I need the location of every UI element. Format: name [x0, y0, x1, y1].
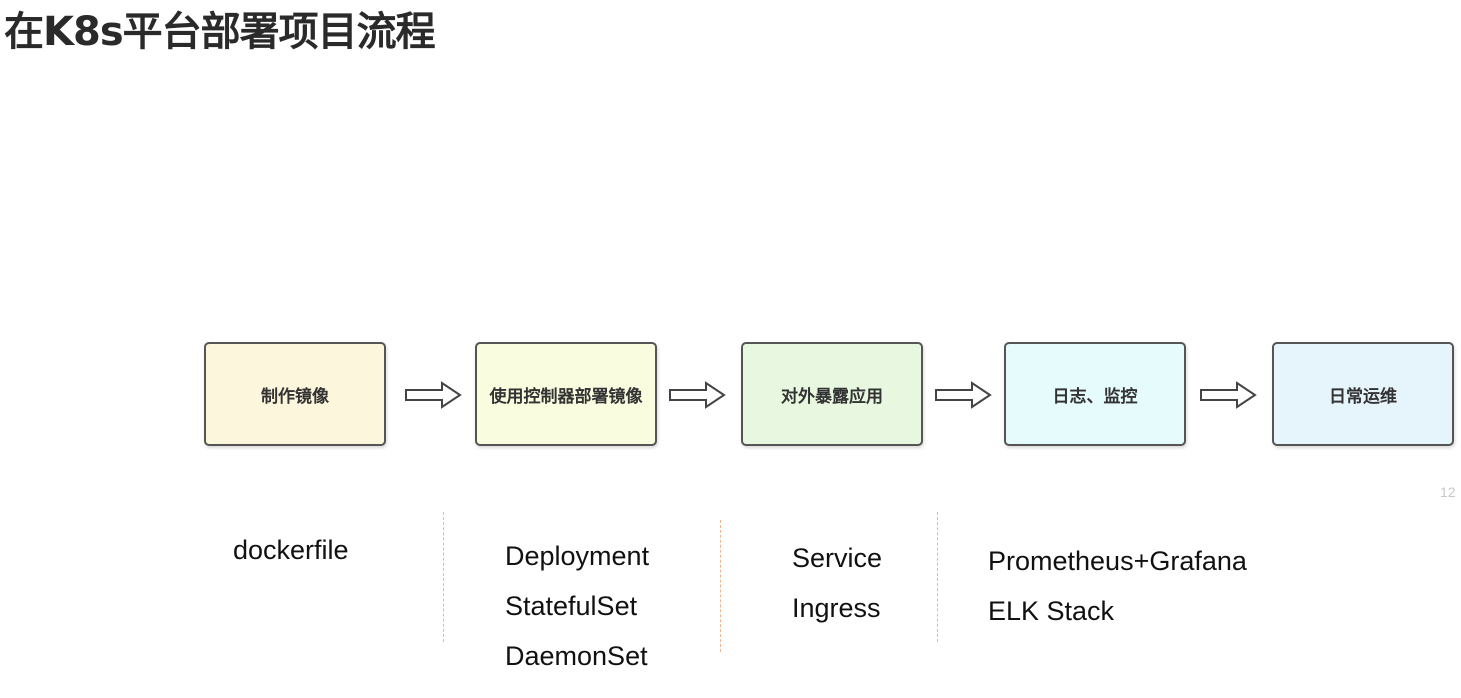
- step-daily-ops: 日常运维: [1272, 342, 1454, 446]
- page-number: 12: [1440, 484, 1456, 500]
- step-deploy-controller: 使用控制器部署镜像: [475, 342, 657, 446]
- right-arrow-icon: [935, 381, 992, 409]
- tools-logging-monitoring: Prometheus+Grafana ELK Stack: [988, 536, 1247, 636]
- tool-item: Deployment: [505, 541, 650, 571]
- page-title: 在K8s平台部署项目流程: [4, 9, 436, 55]
- step-build-image: 制作镜像: [204, 342, 386, 446]
- column-divider: [443, 512, 444, 642]
- step-label: 日常运维: [1329, 386, 1397, 407]
- tool-item: Prometheus+Grafana: [988, 546, 1247, 576]
- tool-item: Service: [792, 543, 883, 573]
- step-label: 日志、监控: [1052, 386, 1138, 407]
- step-logging-monitoring: 日志、监控: [1004, 342, 1186, 446]
- step-label: 制作镜像: [261, 386, 329, 407]
- step-label: 对外暴露应用: [781, 386, 883, 407]
- right-arrow-icon: [669, 381, 726, 409]
- tool-item: StatefulSet: [505, 591, 638, 621]
- tools-deploy-controller: Deployment StatefulSet DaemonSet: [505, 531, 649, 681]
- step-expose-app: 对外暴露应用: [741, 342, 923, 446]
- column-divider: [720, 520, 721, 652]
- tool-item: Ingress: [792, 593, 881, 623]
- step-label: 使用控制器部署镜像: [489, 386, 643, 407]
- column-divider: [937, 512, 938, 642]
- right-arrow-icon: [1200, 381, 1257, 409]
- tool-item: DaemonSet: [505, 641, 648, 671]
- tools-build-image: dockerfile: [233, 525, 349, 575]
- tool-item: ELK Stack: [988, 596, 1115, 626]
- tool-item: dockerfile: [233, 535, 349, 565]
- tools-expose-app: Service Ingress: [792, 533, 882, 633]
- right-arrow-icon: [405, 381, 462, 409]
